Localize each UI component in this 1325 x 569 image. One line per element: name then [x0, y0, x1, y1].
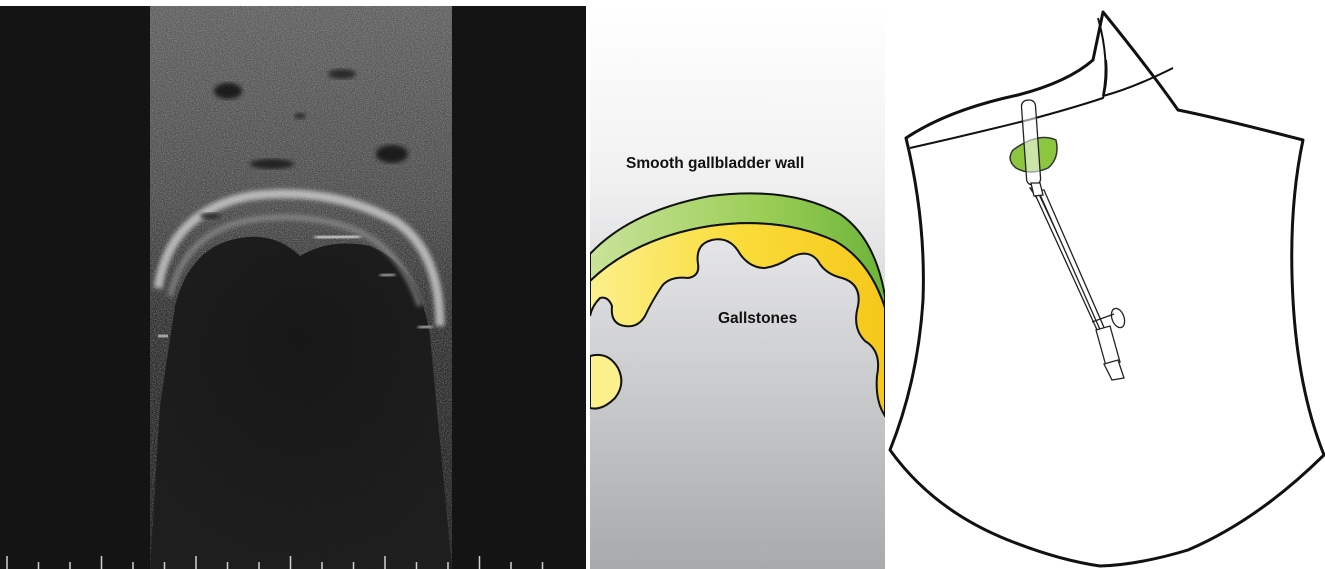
vessel-spot — [294, 113, 306, 119]
ultrasound-svg — [0, 6, 586, 569]
body-svg — [888, 0, 1325, 569]
acoustic-shadow — [150, 237, 452, 569]
vessel-spot — [376, 145, 408, 163]
gallstones-label: Gallstones — [718, 309, 797, 328]
vessel-spot — [328, 69, 356, 79]
vessel-spot — [214, 83, 242, 99]
body-outline-illustration — [888, 0, 1325, 569]
wall-label: Smooth gallbladder wall — [626, 154, 816, 173]
diagram-svg — [590, 6, 885, 569]
vessel-spot — [250, 159, 294, 169]
ultrasound-image — [0, 6, 586, 569]
gallbladder-diagram: Smooth gallbladder wall Gallstones — [590, 6, 885, 569]
